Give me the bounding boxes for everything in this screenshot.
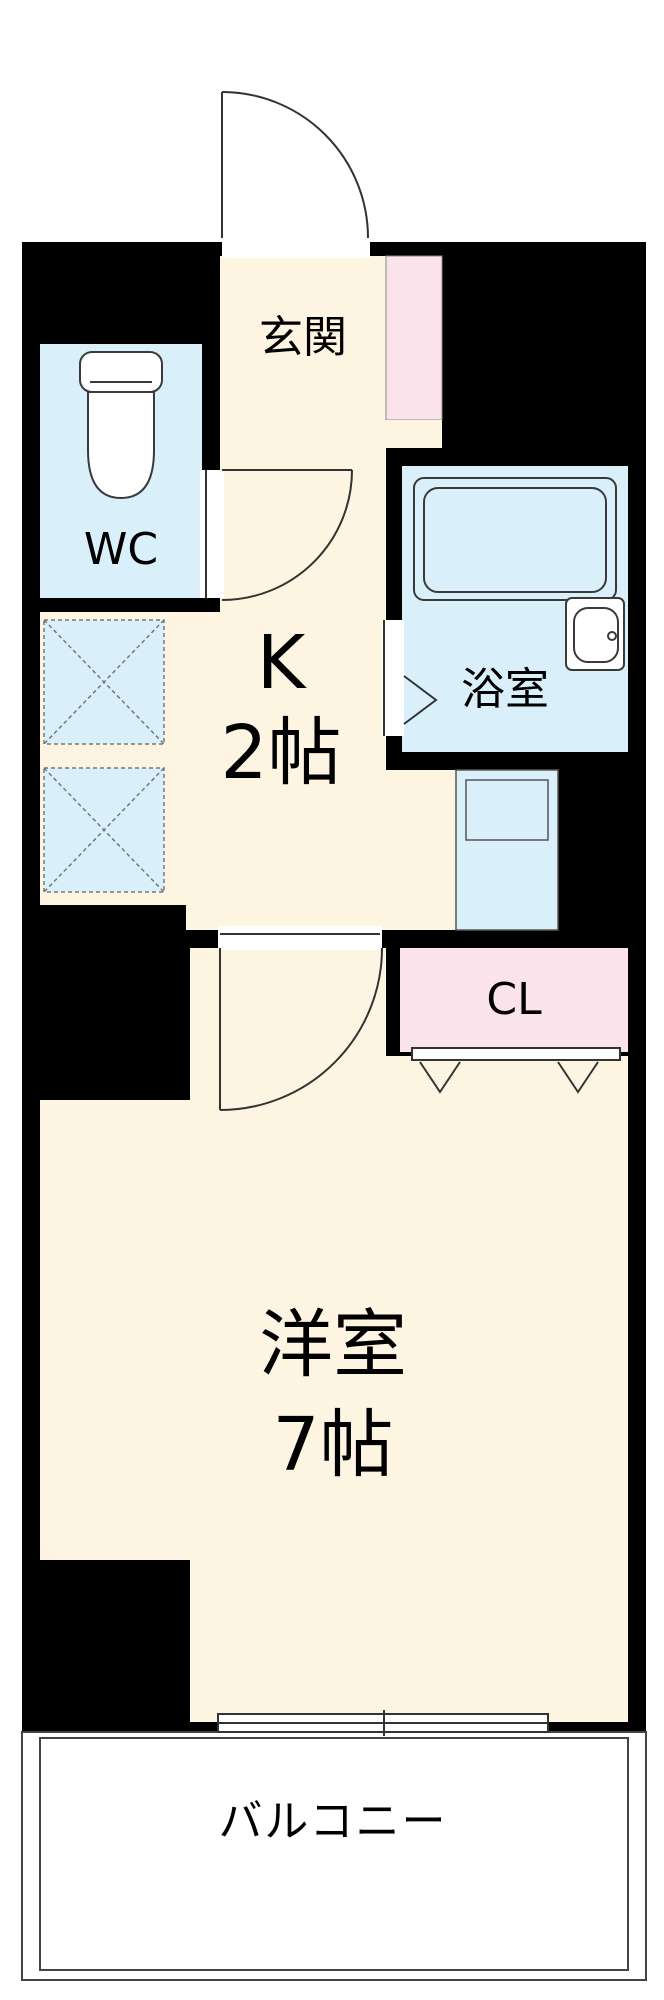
washbasin-icon: [565, 597, 625, 671]
bath-door-opening: [382, 620, 404, 736]
wc-door-swing: [205, 469, 353, 601]
kitchen-counter: [43, 619, 165, 893]
kitchen-name: K: [256, 620, 306, 707]
western-room-name: 洋室: [259, 1302, 407, 1389]
closet-label: CL: [486, 973, 542, 1025]
bath-door-swing: [383, 620, 438, 736]
bath-label: 浴室: [461, 663, 549, 715]
bathtub-icon: [413, 477, 617, 601]
room-door-swing: [219, 933, 383, 1111]
kitchen-size: 2帖: [220, 710, 342, 797]
entry-door-swing: [221, 91, 369, 239]
toilet-icon: [79, 351, 163, 500]
room-door-opening: [218, 926, 382, 950]
closet-door-marks: [411, 1047, 621, 1094]
western-room-floor: [40, 948, 628, 1722]
closet-floor: [400, 948, 628, 1052]
entrance-floor: [220, 256, 386, 420]
wc-door-opening: [200, 470, 224, 598]
washer-pan-icon: [465, 779, 549, 841]
western-room-size: 7帖: [272, 1402, 394, 1489]
balcony-window: [217, 1710, 549, 1736]
entry-door-opening: [222, 236, 370, 258]
shoe-cabinet: [385, 255, 443, 421]
entrance-label: 玄関: [259, 311, 347, 363]
balcony-railing: [39, 1737, 629, 1971]
appliance-space: [455, 769, 559, 931]
wc-label: WC: [83, 523, 159, 575]
balcony-label: バルコニー: [218, 1795, 448, 1847]
balcony-area: [21, 1731, 647, 1981]
